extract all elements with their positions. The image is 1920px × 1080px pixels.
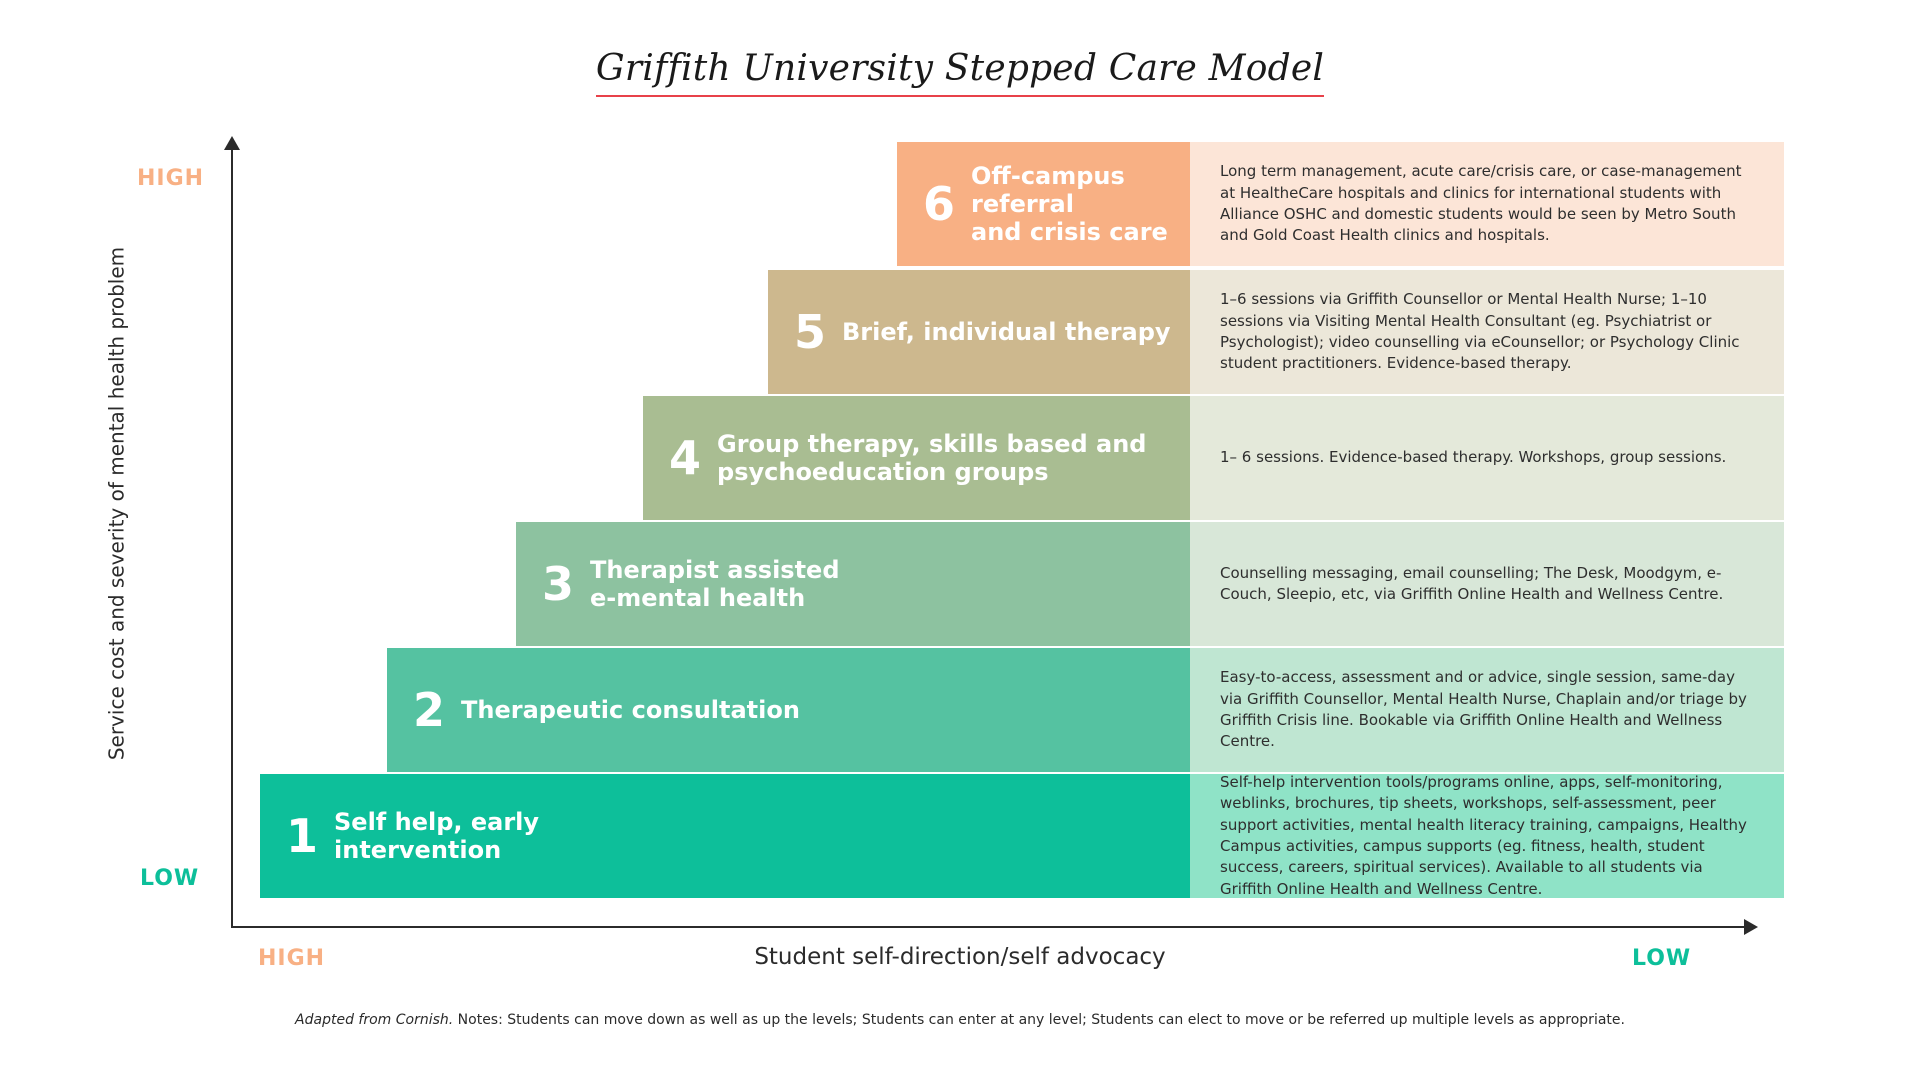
step-2-description-panel: Easy-to-access, assessment and or advice…	[1190, 648, 1784, 772]
x-axis-arrow-icon	[1744, 919, 1758, 935]
step-5-bar[interactable]: 5 Brief, individual therapy	[768, 270, 1190, 394]
y-axis-arrow-icon	[224, 136, 240, 150]
y-axis-high-label: HIGH	[137, 166, 205, 191]
step-3-description-panel: Counselling messaging, email counselling…	[1190, 522, 1784, 646]
y-axis-line	[231, 148, 233, 928]
step-level-6[interactable]: 6 Off-campus referral and crisis care Long…	[897, 142, 1784, 266]
page-title-text: Griffith University Stepped Care Model	[595, 48, 1325, 97]
step-3-label: Therapist assisted e-mental health	[590, 555, 840, 612]
y-axis-low-label: LOW	[140, 866, 200, 891]
step-5-description-text: 1–6 sessions via Griffith Counsellor or …	[1220, 290, 1740, 373]
step-1-description-panel: Self-help intervention tools/programs on…	[1190, 773, 1784, 898]
step-4-description-text: 1– 6 sessions. Evidence-based therapy. W…	[1220, 448, 1727, 467]
y-axis-title: Service cost and severity of mental heal…	[104, 246, 129, 761]
footnote-notes: Notes: Students can move down as well as…	[453, 1012, 1625, 1028]
page-title: Griffith University Stepped Care Model	[0, 48, 1920, 97]
step-4-description-panel: 1– 6 sessions. Evidence-based therapy. W…	[1190, 396, 1784, 520]
footnote: Adapted from Cornish. Notes: Students ca…	[0, 1012, 1920, 1028]
step-4-number: 4	[669, 431, 702, 485]
step-4-bar[interactable]: 4 Group therapy, skills based and psychoe…	[643, 396, 1190, 520]
footnote-source: Adapted from Cornish.	[295, 1012, 454, 1028]
step-level-3[interactable]: 3 Therapist assisted e-mental health Couns…	[516, 522, 1784, 646]
step-5-number: 5	[794, 305, 827, 359]
step-6-bar[interactable]: 6 Off-campus referral and crisis care	[897, 142, 1190, 266]
step-6-label: Off-campus referral and crisis care	[971, 161, 1168, 247]
step-4-label: Group therapy, skills based and psychoed…	[717, 429, 1147, 486]
x-axis-high-label: HIGH	[258, 946, 326, 971]
step-6-description-panel: Long term management, acute care/crisis …	[1190, 142, 1784, 266]
step-3-description-text: Counselling messaging, email counselling…	[1220, 563, 1724, 603]
step-5-label: Brief, individual therapy	[842, 317, 1171, 346]
x-axis-low-label: LOW	[1632, 946, 1692, 971]
step-level-4[interactable]: 4 Group therapy, skills based and psychoe…	[643, 396, 1784, 520]
step-6-description-text: Long term management, acute care/crisis …	[1220, 162, 1742, 245]
step-1-number: 1	[286, 809, 319, 863]
step-5-description-panel: 1–6 sessions via Griffith Counsellor or …	[1190, 270, 1784, 394]
step-6-number: 6	[923, 177, 956, 231]
step-1-description-text: Self-help intervention tools/programs on…	[1220, 773, 1747, 898]
x-axis-title: Student self-direction/self advocacy	[754, 944, 1166, 970]
x-axis-line	[231, 926, 1746, 928]
step-2-description-text: Easy-to-access, assessment and or advice…	[1220, 668, 1747, 751]
step-2-label: Therapeutic consultation	[461, 695, 800, 724]
step-1-bar[interactable]: 1 Self help, early intervention	[260, 774, 1190, 898]
step-level-2[interactable]: 2 Therapeutic consultation Easy-to-access,…	[387, 648, 1784, 772]
step-3-number: 3	[542, 557, 575, 611]
step-2-bar[interactable]: 2 Therapeutic consultation	[387, 648, 1190, 772]
step-1-label: Self help, early intervention	[334, 807, 540, 864]
step-level-5[interactable]: 5 Brief, individual therapy 1–6 sessions v…	[768, 270, 1784, 394]
step-2-number: 2	[413, 683, 446, 737]
step-level-1[interactable]: 1 Self help, early intervention Self-help …	[260, 773, 1784, 898]
step-3-bar[interactable]: 3 Therapist assisted e-mental health	[516, 522, 1190, 646]
